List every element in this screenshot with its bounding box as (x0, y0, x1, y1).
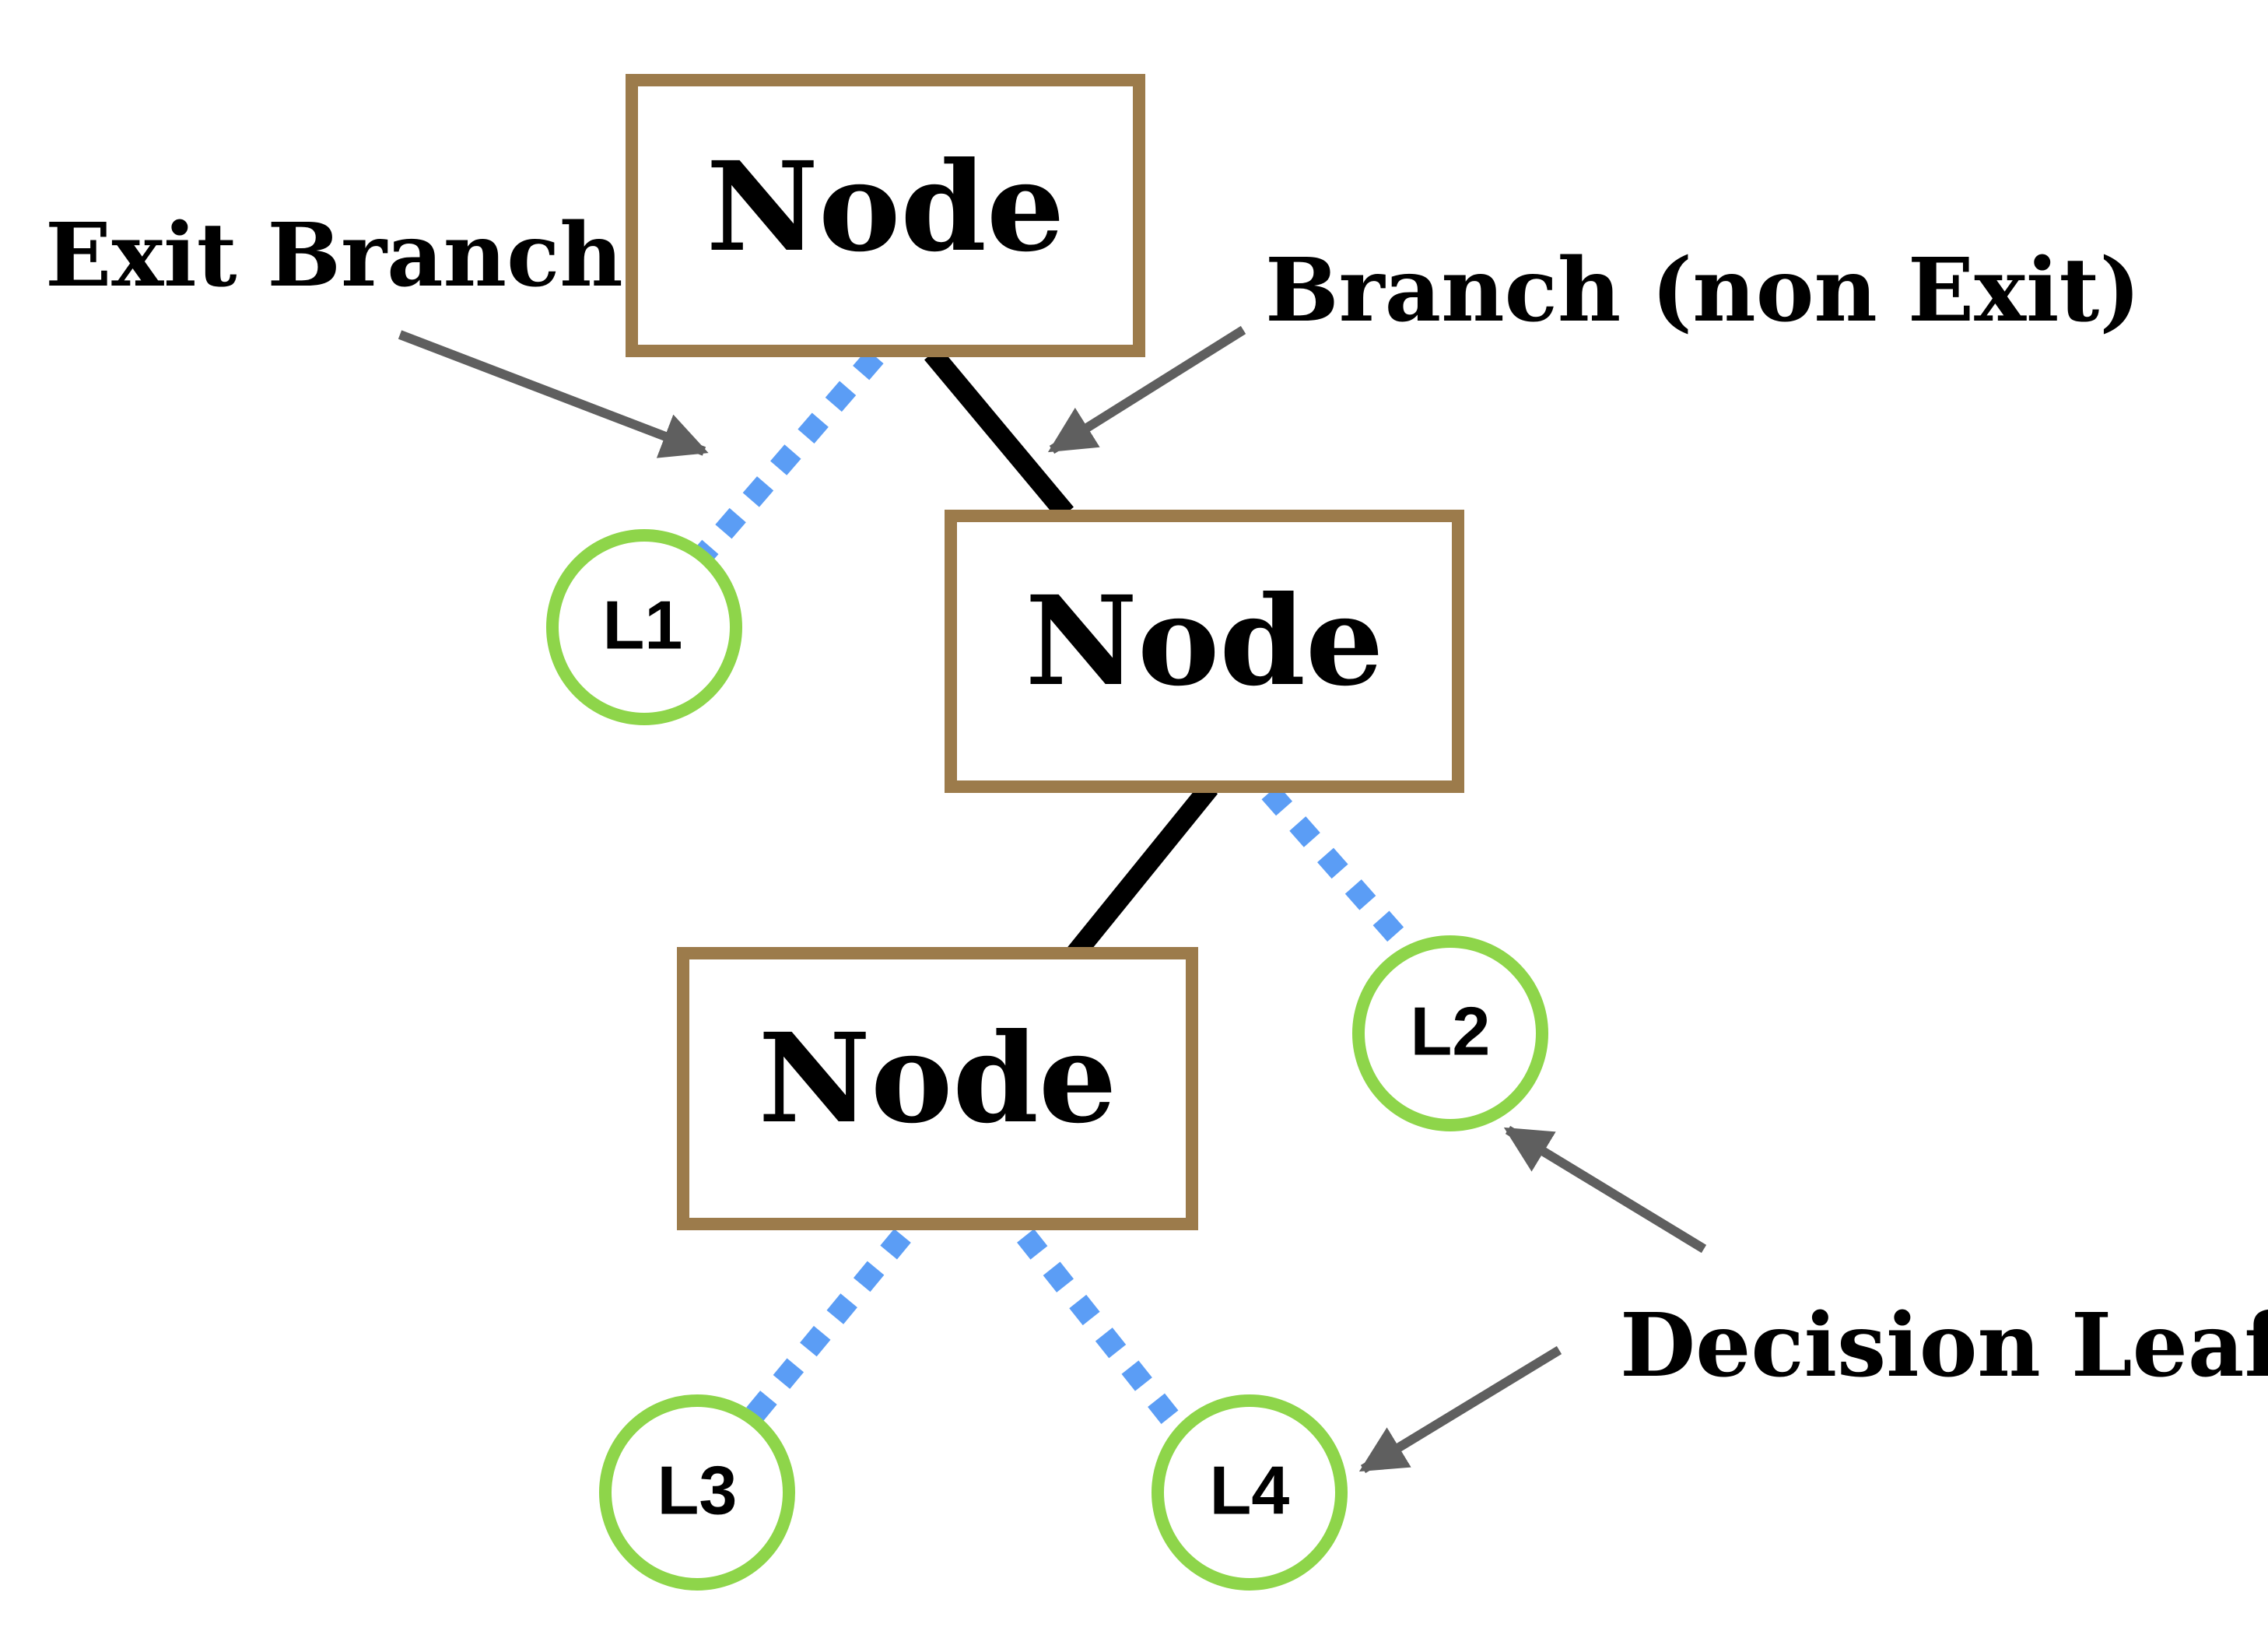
arrow-exit-branch (398, 330, 709, 458)
leaf-node: L1 (546, 529, 742, 725)
exit-branch-edge-node3-to-l3 (745, 1229, 911, 1423)
arrow-decision-leafs-to-l2 (1503, 1125, 1707, 1254)
exit-branch-edge-node3-to-l4 (1017, 1229, 1191, 1440)
annotation-arrows (398, 325, 1707, 1474)
node-box: Node (626, 74, 1145, 357)
annotation-decision-leafs: Decision Leafs (1620, 1295, 2268, 1397)
node-box: Node (945, 510, 1464, 793)
arrow-branch-non-exit (1047, 325, 1246, 454)
leaf-node: L4 (1152, 1394, 1348, 1591)
leaf-circle (1352, 935, 1548, 1131)
leaf-node: L3 (599, 1394, 795, 1591)
leaf-label: L3 (657, 1451, 738, 1528)
branch-edge-node2-to-node3 (1065, 780, 1218, 963)
node-box-rect (945, 510, 1464, 793)
node-label: Node (706, 135, 1065, 279)
annotation-branch-non-exit: Branch (non Exit) (1265, 240, 2140, 342)
exit-branch-edge-node1-to-l1 (696, 349, 884, 562)
annotation-exit-branch: Exit Branch (45, 205, 623, 307)
leaf-label: L2 (1411, 992, 1491, 1069)
arrow-decision-leafs-to-l4 (1358, 1345, 1562, 1474)
node-box: Node (677, 947, 1198, 1230)
branch-edge-node1-to-node2 (924, 346, 1074, 521)
leaf-label: L4 (1210, 1451, 1290, 1528)
leaf-node: L2 (1352, 935, 1548, 1131)
edges (696, 346, 1409, 1440)
leaf-label: L1 (603, 586, 683, 663)
node-box-rect (626, 74, 1145, 357)
exit-branch-edge-node2-to-l2 (1261, 784, 1409, 948)
leaf-circle (599, 1394, 795, 1591)
leaf-circle (546, 529, 742, 725)
node-box-rect (677, 947, 1198, 1230)
node-label: Node (1025, 570, 1384, 714)
leaf-circle (1152, 1394, 1348, 1591)
node-label: Node (759, 1007, 1117, 1151)
